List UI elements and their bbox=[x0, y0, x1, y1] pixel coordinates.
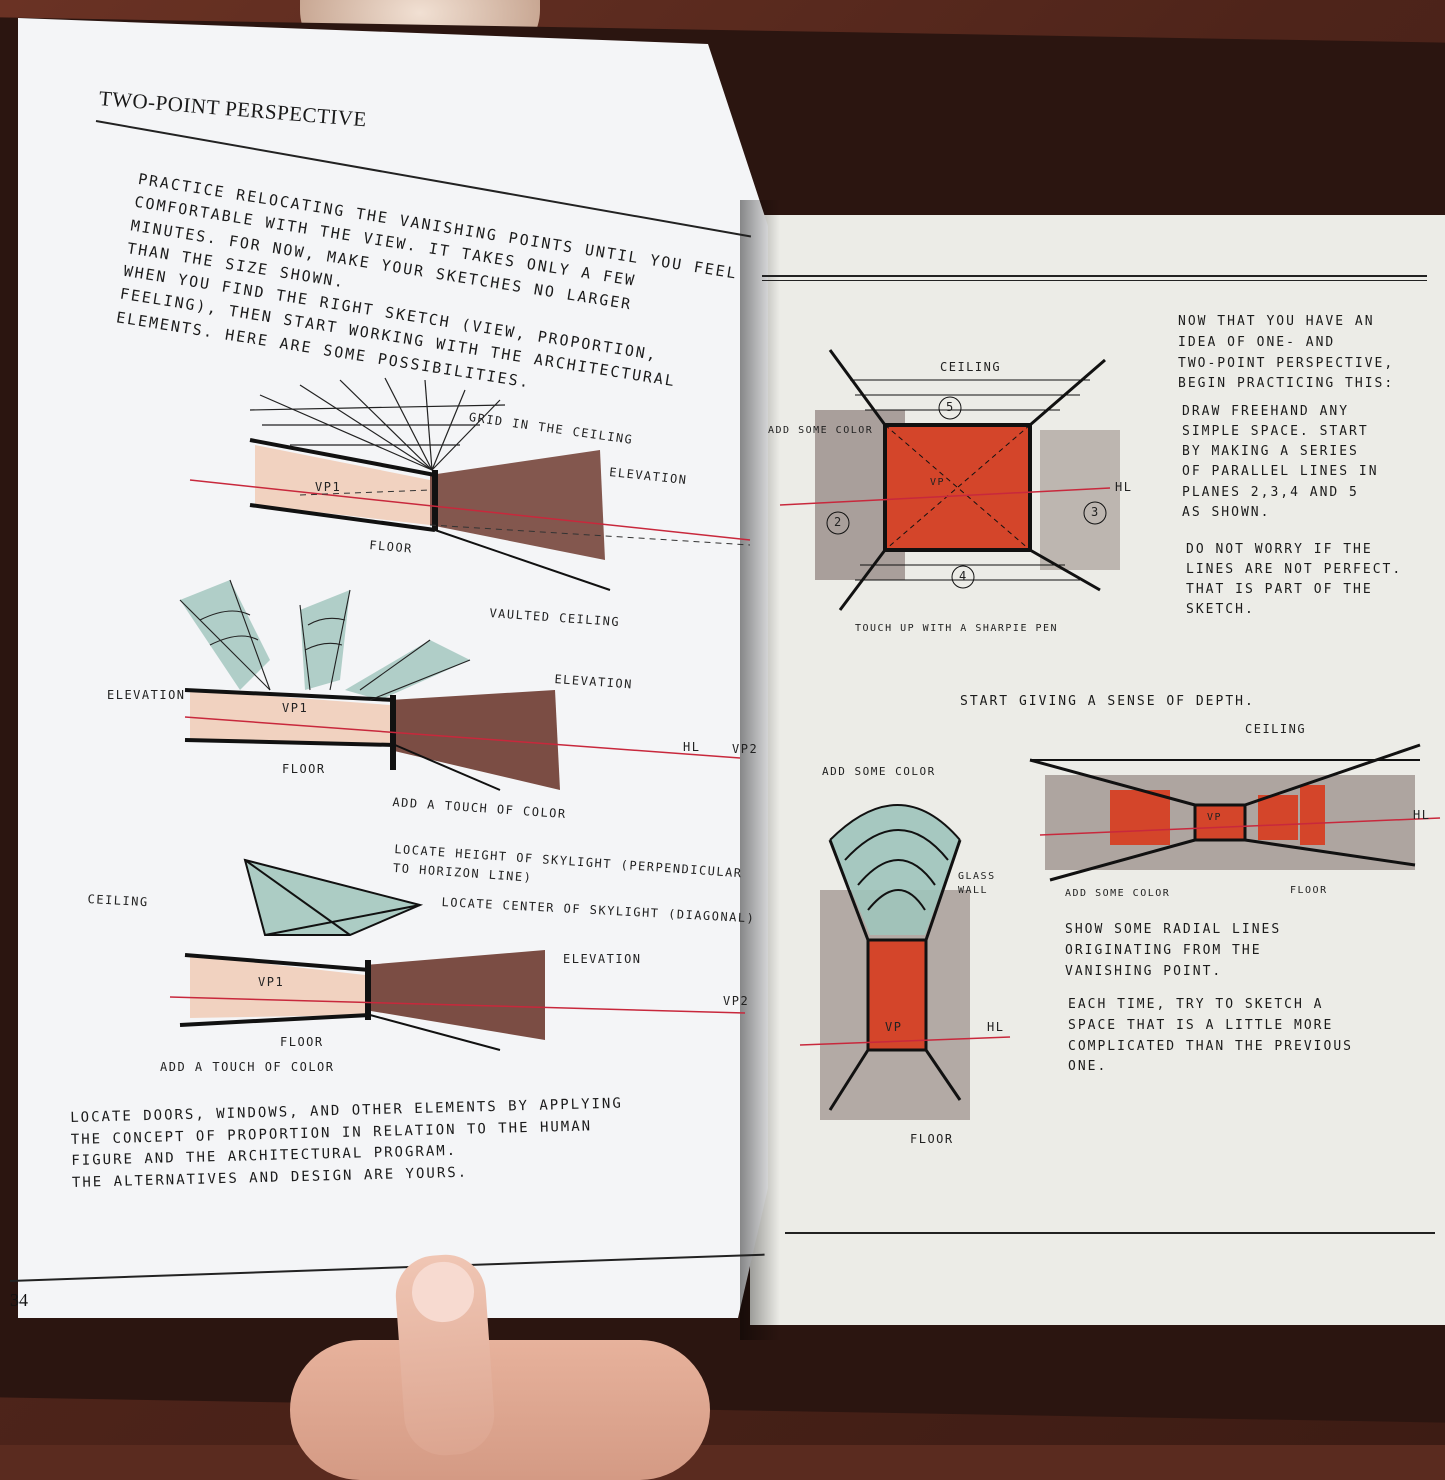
room1-hl-label: HL bbox=[1115, 480, 1133, 494]
elevation-label-3: Elevation bbox=[563, 952, 642, 966]
instructions-3: Do not worry if the lines are not perfec… bbox=[1186, 542, 1403, 618]
page-number: 34 bbox=[10, 1290, 28, 1310]
radial-text: Show some radial lines originating from … bbox=[1065, 922, 1282, 979]
plane-2-label: 2 bbox=[834, 515, 843, 529]
room2-vp-label: VP bbox=[885, 1020, 903, 1034]
room2-glass-label: Glass wall bbox=[958, 871, 996, 896]
room3-hl-label: HL bbox=[1413, 808, 1431, 822]
sharpie-label: Touch up with a sharpie pen bbox=[855, 623, 1059, 634]
instructions-2: Draw freehand any simple space. Start by… bbox=[1182, 404, 1379, 520]
depth-heading: Start giving a sense of depth. bbox=[960, 694, 1255, 709]
plane-4-label: 4 bbox=[959, 569, 968, 583]
sketch-vaulted-ceiling bbox=[179, 579, 741, 791]
header-rule-right-2 bbox=[762, 280, 1427, 281]
vp2-label-2: VP2 bbox=[732, 742, 759, 756]
vp1-label-2: VP1 bbox=[282, 701, 309, 715]
hl-label-2: HL bbox=[683, 740, 701, 754]
vp1-label-1: VP1 bbox=[315, 480, 342, 494]
room-sketch-one-point bbox=[779, 349, 1120, 611]
complexity-text: Each time, try to sketch a space that is… bbox=[1068, 997, 1353, 1075]
plane-5-label: 5 bbox=[946, 400, 955, 414]
floor-label-2: Floor bbox=[282, 762, 326, 776]
footer-rule-right bbox=[785, 1232, 1435, 1234]
floor-label-3: Floor bbox=[280, 1035, 324, 1049]
room2-hl-label: HL bbox=[987, 1020, 1005, 1034]
room1-ceiling-label: Ceiling bbox=[940, 360, 1002, 374]
room2-color-label: Add some color bbox=[822, 765, 936, 778]
color-label-3: Add a touch of color bbox=[160, 1060, 335, 1074]
plane-3-label: 3 bbox=[1091, 505, 1100, 519]
book-gutter bbox=[740, 200, 780, 1340]
hand-palm bbox=[290, 1340, 710, 1480]
instructions-1: Now that you have an idea of one- and tw… bbox=[1178, 314, 1395, 392]
room-sketch-corridor bbox=[1029, 743, 1441, 882]
room3-ceiling-label: Ceiling bbox=[1245, 722, 1307, 736]
room-sketch-vaulted bbox=[799, 804, 1011, 1120]
room3-floor-label: Floor bbox=[1290, 885, 1328, 896]
room2-floor-label: Floor bbox=[910, 1132, 954, 1146]
room3-color-label: Add some color bbox=[1065, 888, 1171, 899]
room1-vp-label: VP bbox=[930, 477, 946, 488]
room3-vp-label: VP bbox=[1207, 812, 1223, 823]
vp2-label-3: VP2 bbox=[723, 994, 750, 1008]
elevation-label-2a: Elevation bbox=[107, 688, 186, 702]
sketch-grid-ceiling bbox=[189, 377, 751, 591]
vp1-label-3: VP1 bbox=[258, 975, 285, 989]
room1-color-label: Add some color bbox=[768, 425, 874, 436]
header-rule-right bbox=[762, 275, 1427, 277]
sketch-skylight bbox=[169, 858, 746, 1051]
